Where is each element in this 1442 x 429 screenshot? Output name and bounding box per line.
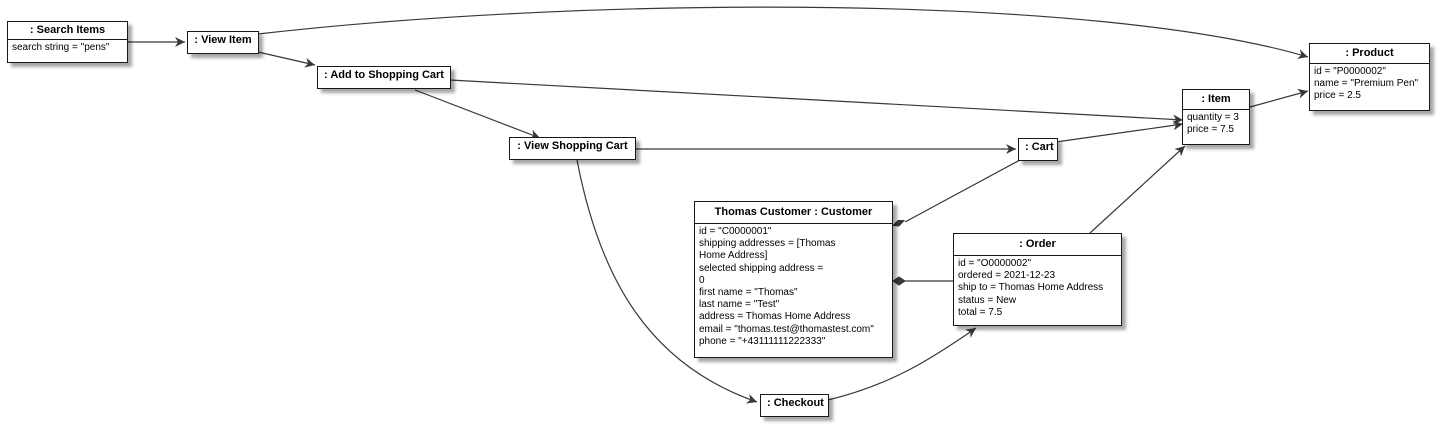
attribute: shipping addresses = [Thomas — [699, 238, 836, 250]
object-title: : View Shopping Cart — [517, 140, 628, 152]
object-search-items: : Search Items search string = "pens" — [7, 21, 128, 63]
composition-diamond-order — [892, 276, 906, 286]
edge-item-to-product — [1249, 88, 1309, 108]
edge-order-to-item — [1089, 145, 1186, 234]
edge-cart-to-item — [1055, 120, 1184, 143]
attribute: price = 2.5 — [1314, 90, 1361, 102]
attribute: quantity = 3 — [1187, 112, 1239, 123]
attribute-list: quantity = 3 price = 7.5 — [1183, 109, 1249, 139]
attribute: last name = "Test" — [699, 299, 780, 311]
attribute: selected shipping address = — [699, 262, 824, 274]
edge-viewitem-to-addcart — [257, 51, 316, 68]
object-title: : Item — [1201, 93, 1231, 105]
attribute-list: search string = "pens" — [8, 39, 127, 57]
attribute-list: id = "P0000002" name = "Premium Pen" pri… — [1310, 63, 1429, 106]
object-view-item: : View Item — [187, 31, 259, 54]
attribute: id = "P0000002" — [1314, 66, 1386, 77]
object-view-shopping-cart: : View Shopping Cart — [509, 137, 636, 160]
attribute-list: id = "O0000002" ordered = 2021-12-23 shi… — [954, 255, 1121, 322]
attribute: phone = "+43111111222333" — [699, 335, 826, 347]
attribute: total = 7.5 — [958, 306, 1003, 318]
attribute: ordered = 2021-12-23 — [958, 270, 1056, 282]
object-checkout: : Checkout — [760, 394, 829, 417]
object-title: : Checkout — [767, 397, 824, 409]
edge-addcart-to-viewcart — [414, 89, 541, 140]
object-title: : Search Items — [29, 24, 106, 36]
object-title: : View Item — [194, 34, 252, 46]
edge-checkout-to-order — [827, 327, 977, 401]
attribute: name = "Premium Pen" — [1314, 78, 1419, 90]
object-item: : Item quantity = 3 price = 7.5 — [1182, 89, 1250, 145]
attribute: id = "O0000002" — [958, 258, 1031, 269]
object-add-to-shopping-cart: : Add to Shopping Cart — [317, 66, 451, 89]
object-title: Thomas Customer : Customer — [714, 206, 873, 218]
object-title: : Product — [1345, 47, 1394, 59]
attribute: Home Address] — [699, 250, 768, 262]
attribute: status = New — [958, 294, 1017, 306]
object-product: : Product id = "P0000002" name = "Premiu… — [1309, 43, 1430, 111]
attribute-list: id = "C0000001" shipping addresses = [Th… — [695, 223, 892, 351]
object-title: : Add to Shopping Cart — [324, 69, 444, 81]
attribute: first name = "Thomas" — [699, 287, 798, 299]
object-title: : Cart — [1025, 141, 1054, 153]
object-order: : Order id = "O0000002" ordered = 2021-1… — [953, 233, 1122, 326]
attribute: id = "C0000001" — [699, 226, 772, 237]
edge-addcart-to-item — [449, 79, 1184, 125]
object-cart: : Cart — [1018, 138, 1058, 161]
edge-viewitem-to-product — [257, 6, 1309, 59]
edge-viewcart-to-checkout — [576, 159, 758, 404]
edge-customer-to-cart — [904, 159, 1021, 223]
object-customer: Thomas Customer : Customer id = "C000000… — [694, 201, 893, 358]
object-title: : Order — [1019, 238, 1056, 250]
attribute: address = Thomas Home Address — [699, 311, 851, 323]
attribute: search string = "pens" — [12, 42, 110, 53]
attribute: 0 — [699, 274, 705, 286]
attribute: ship to = Thomas Home Address — [958, 282, 1104, 294]
composition-diamond-cart — [891, 220, 906, 227]
attribute: email = "thomas.test@thomastest.com" — [699, 323, 874, 335]
attribute: price = 7.5 — [1187, 124, 1234, 136]
